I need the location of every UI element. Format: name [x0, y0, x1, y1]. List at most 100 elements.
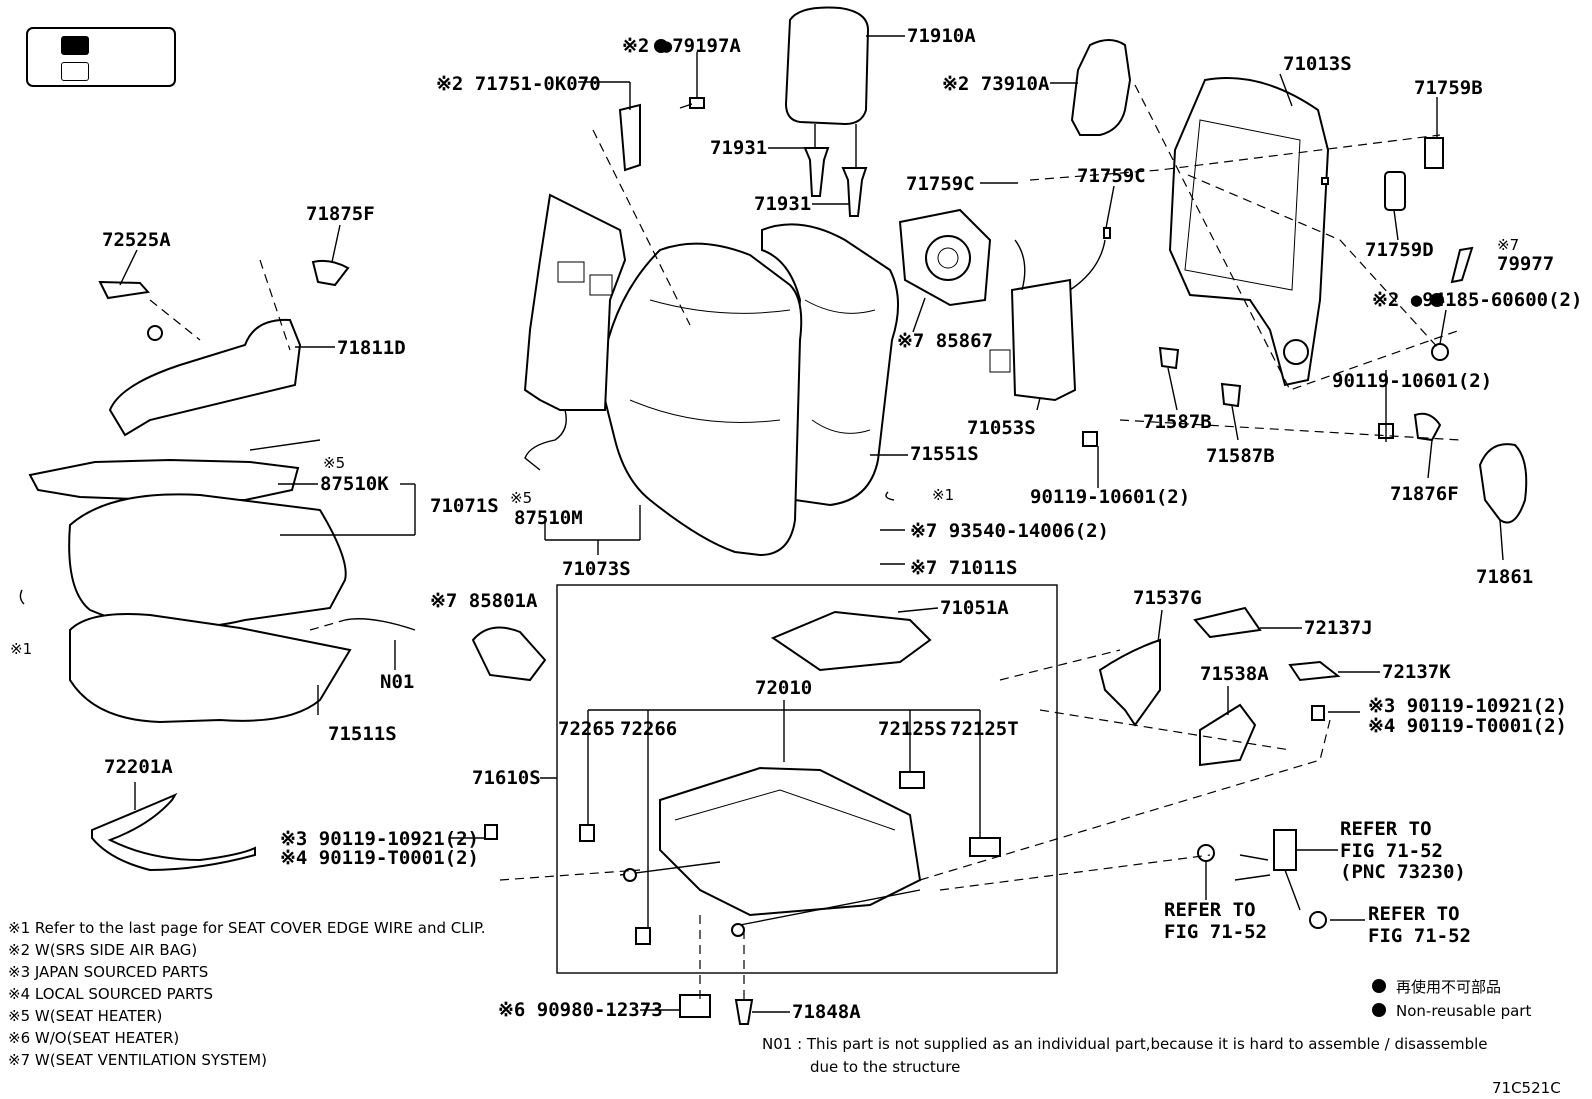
callout-71848a[interactable]: 71848A	[792, 1001, 861, 1023]
callout-72525a[interactable]: 72525A	[102, 229, 171, 251]
clip-71759b-drawing[interactable]	[1424, 137, 1444, 169]
part-72265-drawing[interactable]	[579, 824, 595, 842]
callout-90119-t0001-left[interactable]: ※4 90119-T0001(2)	[280, 847, 479, 869]
callout-71587b-a[interactable]: 71587B	[1143, 411, 1212, 433]
callout-73910a[interactable]: ※2 73910A	[942, 73, 1050, 95]
view-toggle-box[interactable]	[26, 27, 176, 87]
side-airbag-drawing[interactable]	[1070, 39, 1132, 136]
cover-71861-drawing[interactable]	[1478, 443, 1528, 524]
callout-71073s[interactable]: 71073S	[562, 558, 631, 580]
refer-to-b[interactable]: REFER TO	[1164, 899, 1256, 921]
part-72125t-drawing[interactable]	[969, 837, 1001, 857]
callout-90119-t0001-right[interactable]: ※4 90119-T0001(2)	[1368, 715, 1567, 737]
callout-72125s[interactable]: 72125S	[878, 718, 947, 740]
callout-72201a[interactable]: 72201A	[104, 756, 173, 778]
seatback-cover-drawing[interactable]	[598, 242, 803, 557]
callout-71587b-b[interactable]: 71587B	[1206, 445, 1275, 467]
refer-fig-c[interactable]: FIG 71-52	[1368, 925, 1471, 947]
callout-71759c-a[interactable]: 71759C	[906, 173, 975, 195]
cushion-pad-drawing[interactable]	[69, 613, 352, 724]
headrest-drawing[interactable]	[784, 6, 870, 171]
spring-mat-drawing[interactable]	[770, 610, 932, 672]
callout-90119-10921-left[interactable]: ※3 90119-10921(2)	[280, 828, 479, 850]
callout-71931-a[interactable]: 71931	[710, 137, 767, 159]
cover-71538a-drawing[interactable]	[1199, 703, 1257, 767]
callout-72125t[interactable]: 72125T	[950, 718, 1019, 740]
callout-71551s[interactable]: 71551S	[910, 443, 979, 465]
headrest-support-drawing[interactable]	[803, 147, 868, 217]
callout-71759c-b[interactable]: 71759C	[1077, 165, 1146, 187]
callout-71053s[interactable]: 71053S	[967, 417, 1036, 439]
seatback-frame-drawing[interactable]	[1168, 77, 1330, 387]
callout-90119-10921-right[interactable]: ※3 90119-10921(2)	[1368, 695, 1567, 717]
part-72266-drawing[interactable]	[635, 927, 651, 945]
callout-71071s[interactable]: 71071S	[430, 495, 499, 517]
callout-72265[interactable]: 72265	[558, 718, 615, 740]
callout-71931-b[interactable]: 71931	[754, 193, 811, 215]
part-79977-drawing[interactable]	[1450, 246, 1474, 284]
callout-71751-0k070[interactable]: ※2 71751-0K070	[436, 73, 601, 95]
callout-71538a[interactable]: 71538A	[1200, 663, 1269, 685]
clip-71759c-drawing[interactable]	[1321, 177, 1329, 185]
nut-94185-drawing[interactable]	[1431, 343, 1449, 361]
callout-71759d[interactable]: 71759D	[1365, 239, 1434, 261]
cover-71876f-drawing[interactable]	[1413, 412, 1442, 442]
callout-71537g[interactable]: 71537G	[1133, 587, 1202, 609]
callout-79977[interactable]: 79977	[1497, 253, 1554, 275]
blower-drawing[interactable]	[898, 208, 992, 307]
cover-72137j-drawing[interactable]	[1193, 606, 1262, 639]
part-90980-drawing[interactable]	[679, 994, 711, 1018]
callout-71875f[interactable]: 71875F	[306, 203, 375, 225]
callout-71013s[interactable]: 71013S	[1283, 53, 1352, 75]
cover-71537g-drawing[interactable]	[1098, 638, 1161, 727]
cover-72137k-drawing[interactable]	[1288, 660, 1341, 682]
callout-94185-60600[interactable]: ※2 ●94185-60600(2)	[1372, 289, 1582, 311]
seatback-spring-drawing[interactable]	[989, 239, 1106, 402]
callout-n01[interactable]: N01	[380, 671, 414, 693]
callout-90980-12373[interactable]: ※6 90980-12373	[498, 999, 663, 1021]
callout-71910a[interactable]: 71910A	[907, 25, 976, 47]
callout-71511s[interactable]: 71511S	[328, 723, 397, 745]
blower-85801a-drawing[interactable]	[471, 626, 547, 682]
callout-72137j[interactable]: 72137J	[1304, 617, 1373, 639]
refer-fig-a[interactable]: FIG 71-52	[1340, 840, 1443, 862]
clip-71587b-2-drawing[interactable]	[1220, 382, 1242, 408]
seatback-mat-drawing[interactable]	[523, 193, 627, 411]
seat-side-cover-drawing[interactable]	[108, 318, 302, 437]
callout-71051a[interactable]: 71051A	[940, 597, 1009, 619]
clip-71759c-2-drawing[interactable]	[1103, 227, 1111, 239]
clip-71759d-drawing[interactable]	[1384, 171, 1406, 211]
callout-71861[interactable]: 71861	[1476, 566, 1533, 588]
callout-93540-14006[interactable]: ※7 93540-14006(2)	[910, 520, 1109, 542]
belt-buckle-drawing[interactable]	[1197, 829, 1327, 929]
bolt-90119-10921-drawing[interactable]	[1311, 705, 1325, 721]
view-toggle-empty-button[interactable]	[61, 62, 89, 81]
callout-71876f[interactable]: 71876F	[1390, 483, 1459, 505]
callout-71011s[interactable]: ※7 71011S	[910, 557, 1017, 579]
bolt-79197a-drawing[interactable]	[679, 97, 705, 109]
refer-fig-b[interactable]: FIG 71-52	[1164, 921, 1267, 943]
bolt-90119-10921-2-drawing[interactable]	[484, 824, 498, 840]
screw-drawing[interactable]	[147, 325, 163, 341]
callout-71610s[interactable]: 71610S	[472, 767, 541, 789]
callout-87510m[interactable]: 87510M	[514, 507, 583, 529]
harness-n01-drawing[interactable]	[344, 618, 416, 631]
clip-71587b-drawing[interactable]	[1158, 346, 1180, 370]
callout-90119-10601-a[interactable]: 90119-10601(2)	[1030, 486, 1190, 508]
bolt-90119-10601-drawing[interactable]	[1082, 431, 1098, 447]
callout-85801a[interactable]: ※7 85801A	[430, 590, 538, 612]
seat-adjuster-drawing[interactable]	[619, 766, 922, 937]
cover-71875f-drawing[interactable]	[311, 259, 350, 287]
seat-wire-drawing[interactable]	[91, 792, 256, 872]
callout-79197a[interactable]: ※2 ●79197A	[622, 35, 741, 57]
refer-to-a[interactable]: REFER TO	[1340, 818, 1432, 840]
callout-71811d[interactable]: 71811D	[337, 337, 406, 359]
callout-87510k[interactable]: 87510K	[320, 473, 389, 495]
callout-71759b[interactable]: 71759B	[1414, 77, 1483, 99]
cushion-cover-drawing[interactable]	[68, 493, 347, 629]
callout-72266[interactable]: 72266	[620, 718, 677, 740]
callout-90119-10601-b[interactable]: 90119-10601(2)	[1332, 370, 1492, 392]
knob-72525a-drawing[interactable]	[98, 280, 150, 300]
heater-element-drawing[interactable]	[28, 458, 300, 501]
view-toggle-filled-button[interactable]	[61, 36, 89, 55]
